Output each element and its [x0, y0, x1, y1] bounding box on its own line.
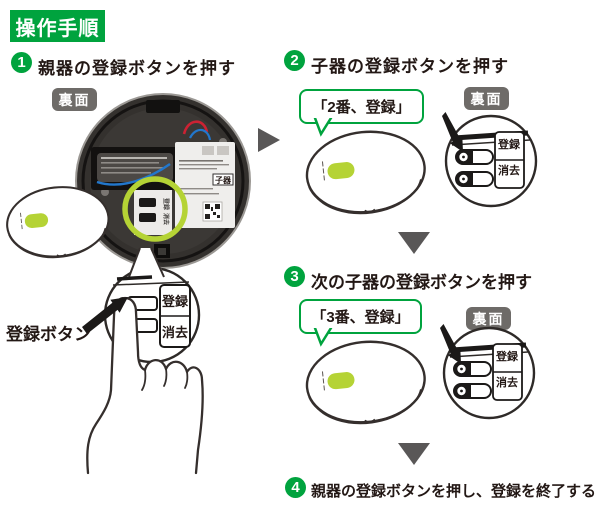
step-2-label: 子器の登録ボタンを押す: [311, 57, 509, 76]
register-label: 登録: [161, 293, 188, 309]
step-1-number: 1: [11, 52, 32, 73]
register-label: 登録: [496, 351, 518, 363]
register-button-label: 登録ボタン: [6, 325, 91, 344]
svg-text:消去: 消去: [162, 213, 170, 225]
red-wire: [182, 120, 209, 135]
step-1-label: 親器の登録ボタンを押す: [38, 59, 236, 78]
product-label: 子器: [175, 142, 235, 228]
erase-label: 消去: [496, 377, 518, 389]
svg-text:登録: 登録: [162, 197, 170, 211]
step-4-label: 親器の登録ボタンを押し、登録を終了する: [311, 483, 597, 500]
pointer-arrow-icon: [82, 297, 128, 334]
back-buttons-inset: [442, 112, 540, 210]
qr-code: [202, 201, 223, 222]
smoke-detector-back-photo: 子器 登録 消去: [75, 93, 251, 269]
step-3-label: 次の子器の登録ボタンを押す: [311, 273, 532, 292]
highlight-ring: [122, 176, 188, 242]
step-4-number: 4: [285, 477, 306, 498]
back-side-badge-3: 裏面: [466, 307, 511, 330]
back-side-badge-2: 裏面: [464, 87, 509, 110]
step-2-number: 2: [284, 50, 305, 71]
register-label: 登録: [498, 139, 520, 151]
svg-text:子器: 子器: [215, 176, 232, 185]
blue-wire: [189, 128, 212, 141]
smoke-detector-front-illustration: [301, 124, 431, 232]
down-arrow-icon: [398, 443, 430, 465]
erase-label: 消去: [498, 165, 520, 177]
back-side-badge-1: 裏面: [52, 88, 97, 111]
down-arrow-icon: [398, 232, 430, 254]
child-unit-badge: 子器: [212, 173, 234, 186]
register-erase-button-plate: 登録 消去: [134, 190, 172, 235]
page-title: 操作手順: [10, 10, 105, 42]
speech-bubble-tail: [313, 118, 333, 137]
step-3-number: 3: [284, 266, 305, 287]
smoke-detector-front-illustration: [301, 334, 431, 442]
pointing-hand-illustration: [86, 296, 204, 475]
erase-label: 消去: [161, 324, 188, 340]
back-buttons-inset: [440, 324, 538, 422]
right-arrow-icon: [258, 128, 280, 152]
speech-bubble-tail: [313, 328, 333, 347]
